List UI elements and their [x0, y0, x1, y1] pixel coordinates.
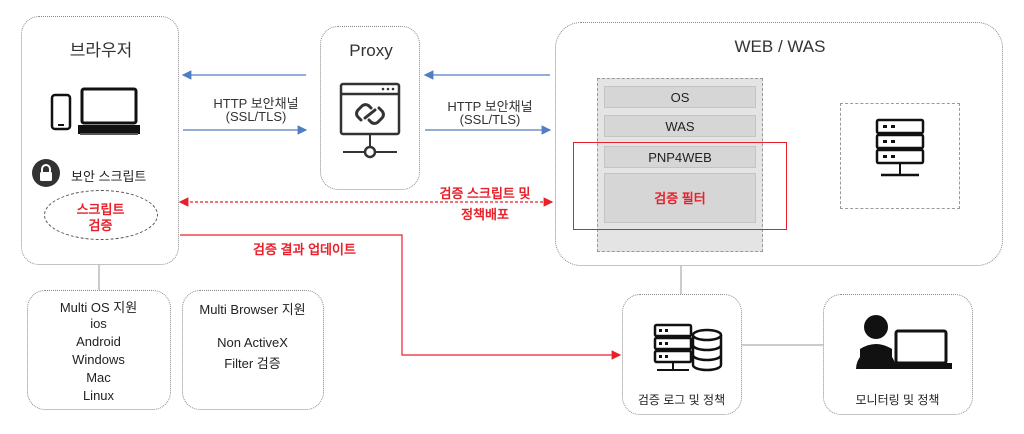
- security-script-label: 보안 스크립트: [71, 169, 147, 184]
- os-item-linux: Linux: [82, 388, 115, 403]
- channel-left-line2: (SSL/TLS): [225, 109, 287, 124]
- os-item-mac: Mac: [86, 370, 111, 385]
- layer-os: OS: [604, 86, 756, 108]
- layer-was: WAS: [604, 115, 756, 137]
- deploy-label-line1: 검증 스크립트 및: [439, 186, 531, 201]
- proxy-title: Proxy: [349, 41, 393, 60]
- script-verify-line2: 검증: [88, 218, 113, 233]
- web-was-title: WEB / WAS: [734, 37, 826, 56]
- os-item-android: Android: [76, 334, 121, 349]
- proxy-box: Proxy: [320, 26, 420, 190]
- layer-pnp4web: PNP4WEB: [604, 146, 756, 168]
- filter-highlight: [573, 142, 787, 230]
- log-policy-box: 검증 로그 및 정책: [622, 294, 742, 415]
- browser-support-title: Multi Browser 지원: [199, 302, 306, 317]
- browser-support-box: Multi Browser 지원 Non ActiveX Filter 검증: [182, 290, 324, 410]
- channel-right-line2: (SSL/TLS): [459, 112, 521, 127]
- browser-box: 브라우저 보안 스크립트 스크립트 검증: [21, 16, 179, 265]
- server-database-icon: [653, 323, 723, 372]
- os-item-windows: Windows: [72, 352, 125, 367]
- browser-title: 브라우저: [69, 41, 133, 60]
- browser-support-filter: Filter 검증: [224, 356, 281, 371]
- log-policy-label: 검증 로그 및 정책: [637, 393, 726, 407]
- user-monitor-icon: [856, 315, 952, 369]
- browser-support-nonactivex: Non ActiveX: [217, 335, 288, 350]
- os-support-box: Multi OS 지원 ios Android Windows Mac Linu…: [27, 290, 171, 410]
- os-item-ios: ios: [90, 316, 107, 331]
- script-verify-ellipse: 스크립트 검증: [44, 190, 158, 240]
- script-verify-line1: 스크립트: [76, 202, 125, 217]
- monitoring-label: 모니터링 및 정책: [855, 393, 940, 407]
- lock-icon: [32, 159, 60, 187]
- monitoring-box: 모니터링 및 정책: [823, 294, 973, 415]
- os-support-title: Multi OS 지원: [59, 300, 138, 315]
- device-icon: [50, 87, 140, 135]
- proxy-link-icon: [339, 82, 401, 159]
- server-icon: [875, 118, 925, 177]
- layer-verify-filter: 검증 필터: [604, 173, 756, 223]
- channel-right-line1: HTTP 보안채널: [447, 99, 533, 114]
- deploy-label-line2: 정책배포: [461, 207, 509, 222]
- update-arrow: [180, 234, 622, 360]
- update-label: 검증 결과 업데이트: [253, 242, 356, 257]
- channel-left-line1: HTTP 보안채널: [213, 96, 299, 111]
